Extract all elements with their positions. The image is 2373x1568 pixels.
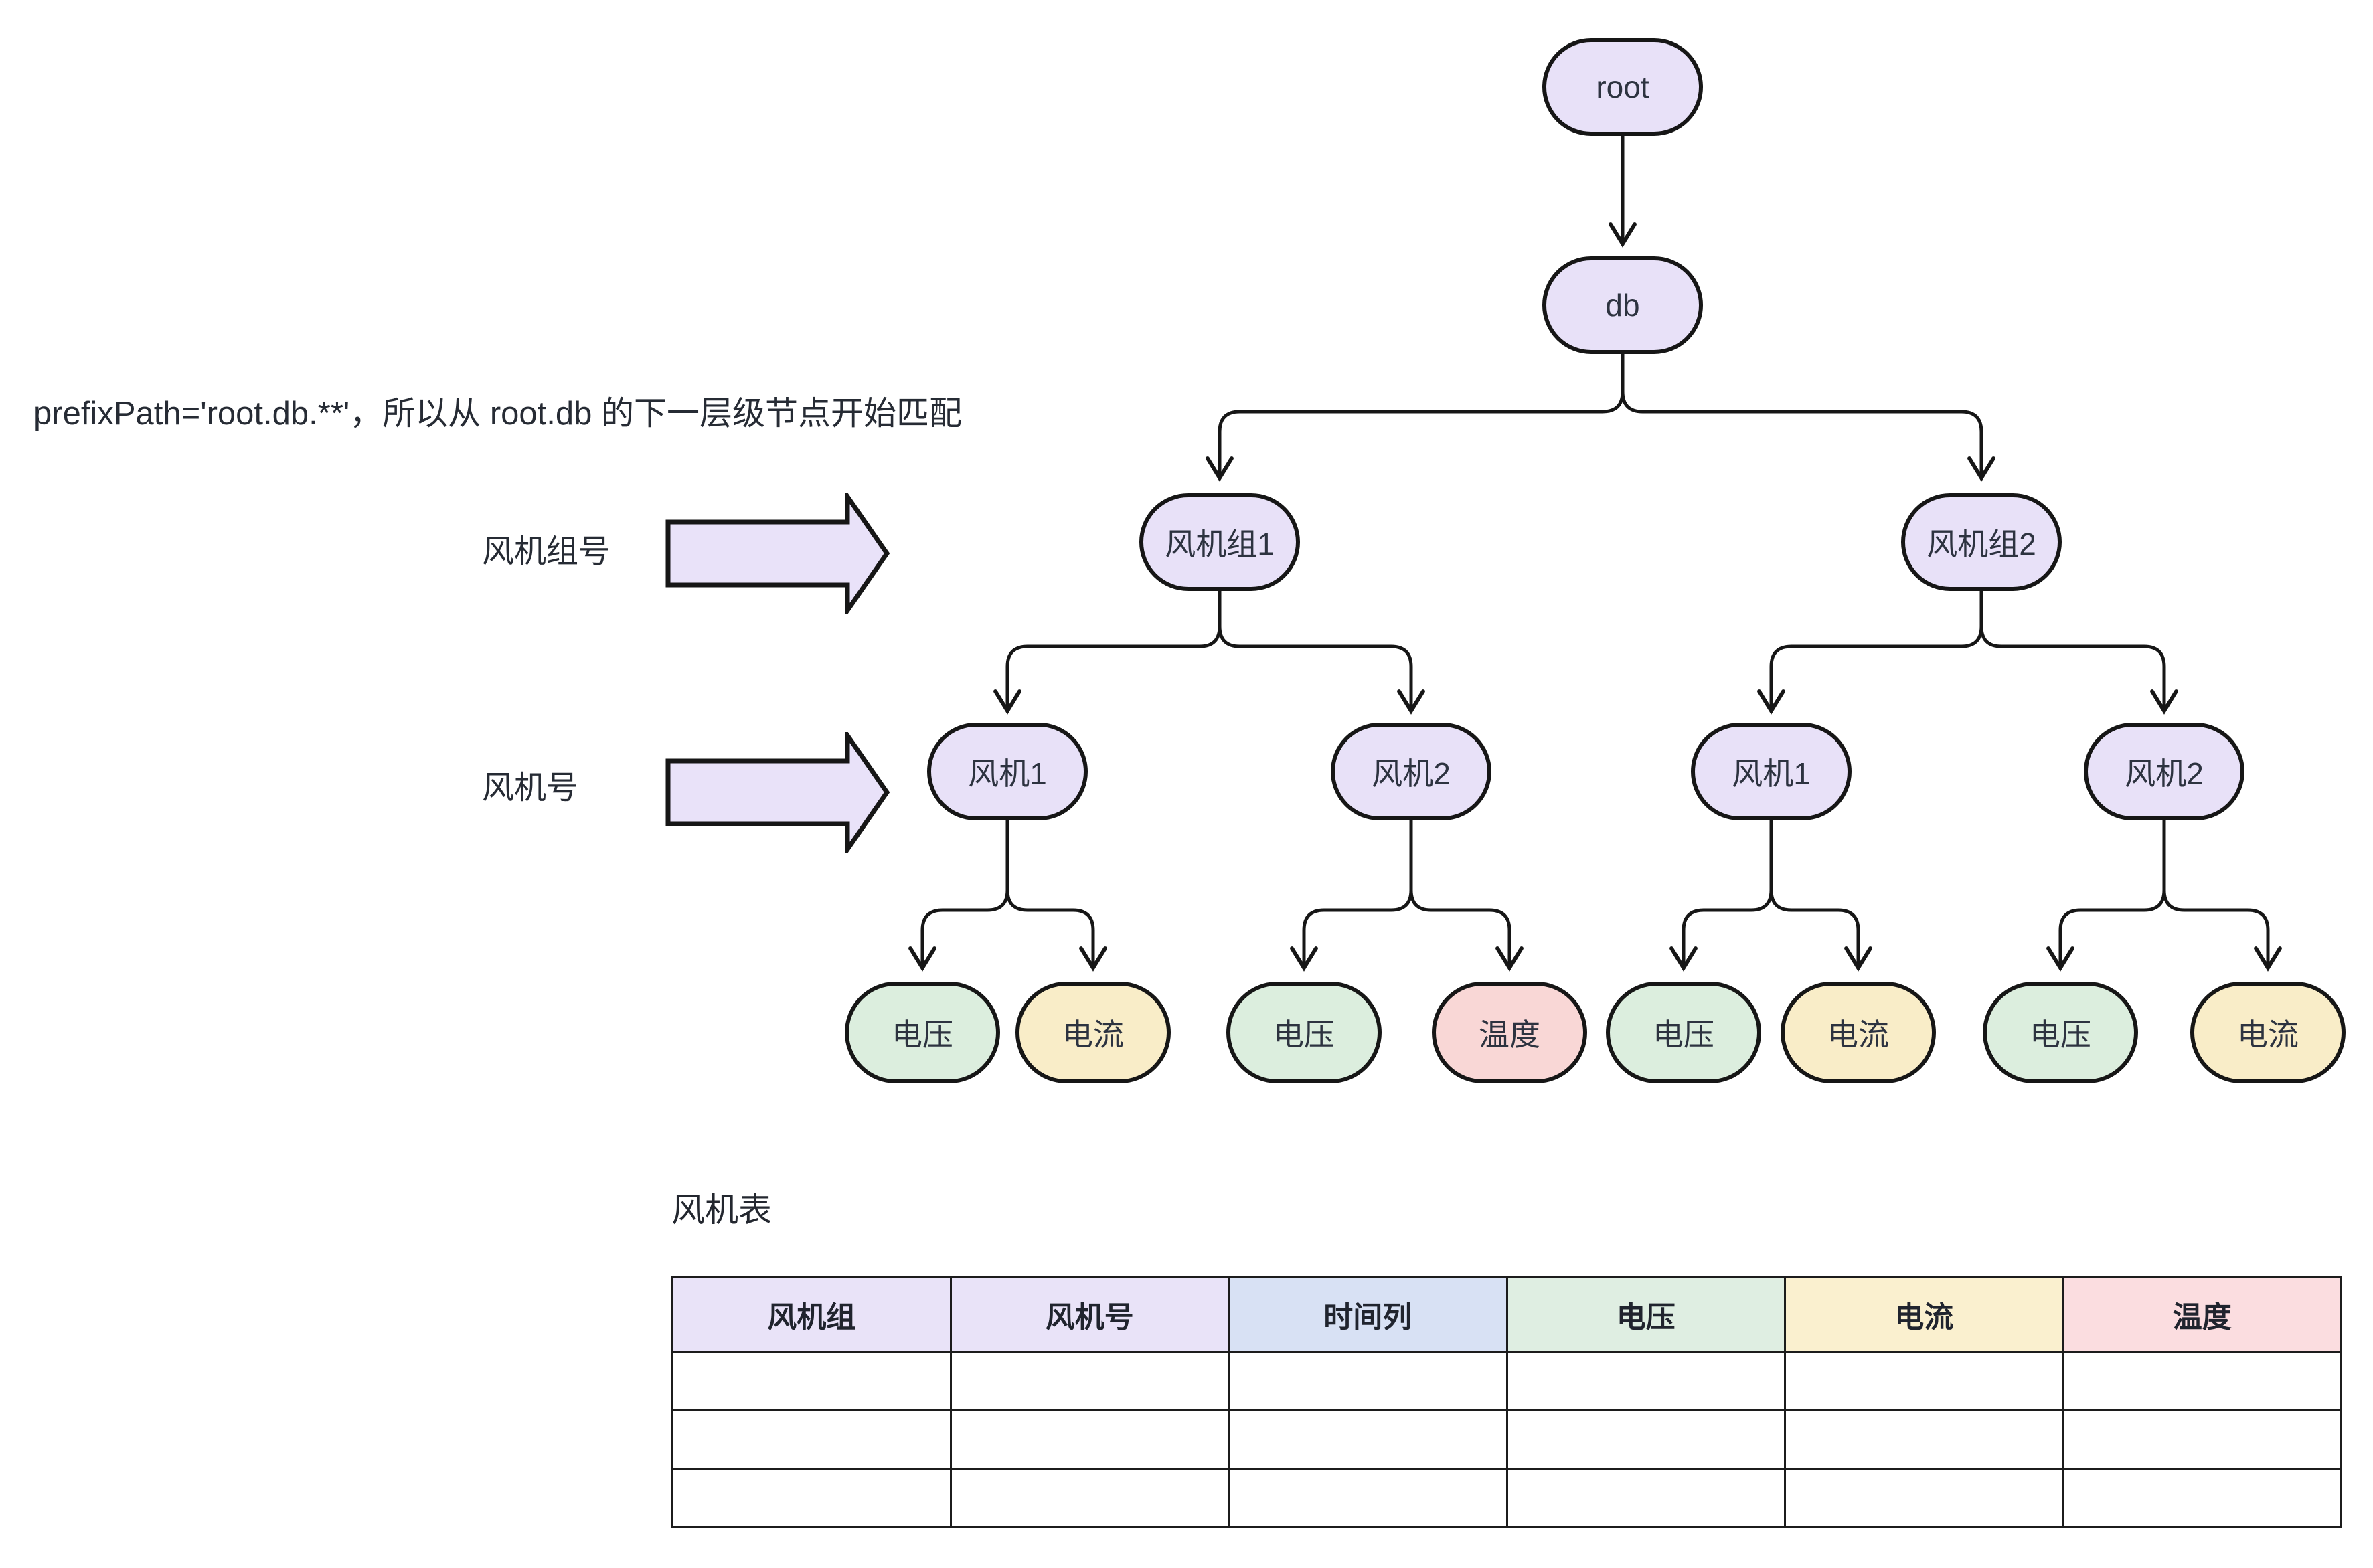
table-cell-empty bbox=[949, 1351, 1230, 1411]
table-cell-empty bbox=[949, 1409, 1230, 1470]
fan-level-label: 风机号 bbox=[482, 770, 579, 806]
table-cell-empty bbox=[1228, 1468, 1508, 1528]
tree-edge bbox=[2046, 820, 2166, 972]
leaf-node-voltage: 电压 bbox=[845, 982, 1000, 1083]
table-header-row: 风机组 风机号 时间列 电压 电流 温度 bbox=[671, 1276, 2342, 1353]
tree-edge bbox=[1218, 591, 1425, 715]
tree-edge bbox=[1005, 820, 1107, 972]
table-cell-empty bbox=[1505, 1409, 1786, 1470]
table-cell-empty bbox=[1784, 1351, 2064, 1411]
table-cell-empty bbox=[2062, 1468, 2342, 1528]
prefix-path-note: prefixPath='root.db.**'，所以从 root.db 的下一层… bbox=[33, 396, 963, 432]
tree-edge bbox=[2162, 820, 2282, 972]
column-header-voltage: 电压 bbox=[1505, 1276, 1786, 1353]
tree-node-fan1-group1: 风机1 bbox=[927, 723, 1088, 820]
leaf-node-voltage: 电压 bbox=[1226, 982, 1382, 1083]
table-cell-empty bbox=[1505, 1351, 1786, 1411]
table-row bbox=[671, 1409, 2342, 1470]
table-cell-empty bbox=[1784, 1468, 2064, 1528]
table-cell-empty bbox=[1228, 1409, 1508, 1470]
table-cell-empty bbox=[2062, 1351, 2342, 1411]
table-cell-empty bbox=[671, 1351, 952, 1411]
leaf-node-current: 电流 bbox=[2190, 982, 2346, 1083]
table-cell-empty bbox=[671, 1468, 952, 1528]
tree-node-fan2-group2: 风机2 bbox=[2084, 723, 2244, 820]
tree-edge bbox=[1757, 591, 1983, 715]
tree-node-fan1-group2: 风机1 bbox=[1691, 723, 1852, 820]
table-row bbox=[671, 1468, 2342, 1528]
table-cell-empty bbox=[949, 1468, 1230, 1528]
leaf-node-voltage: 电压 bbox=[1606, 982, 1761, 1083]
table-cell-empty bbox=[2062, 1409, 2342, 1470]
table-cell-empty bbox=[1784, 1409, 2064, 1470]
group-level-label: 风机组号 bbox=[482, 534, 611, 570]
table-cell-empty bbox=[1228, 1351, 1508, 1411]
tree-edge bbox=[1206, 354, 1625, 482]
tree-node-db: db bbox=[1542, 256, 1703, 354]
leaf-node-temperature: 温度 bbox=[1432, 982, 1587, 1083]
table-row bbox=[671, 1351, 2342, 1411]
tree-edge bbox=[1669, 820, 1773, 972]
table-cell-empty bbox=[1505, 1468, 1786, 1528]
tree-node-group1: 风机组1 bbox=[1139, 493, 1300, 591]
tree-edge bbox=[1769, 820, 1872, 972]
leaf-node-current: 电流 bbox=[1015, 982, 1171, 1083]
tree-edge bbox=[1409, 820, 1524, 972]
tree-node-group2: 风机组2 bbox=[1901, 493, 2062, 591]
tree-node-root: root bbox=[1542, 38, 1703, 136]
leaf-node-current: 电流 bbox=[1781, 982, 1936, 1083]
tree-edge bbox=[993, 591, 1222, 715]
column-header-time: 时间列 bbox=[1228, 1276, 1508, 1353]
tree-edge bbox=[1290, 820, 1413, 972]
tree-edge bbox=[1979, 591, 2178, 715]
column-header-current: 电流 bbox=[1784, 1276, 2064, 1353]
group-level-arrow-icon bbox=[665, 493, 890, 614]
tree-edge bbox=[1621, 354, 1995, 482]
fan-table: 风机组 风机号 时间列 电压 电流 温度 bbox=[671, 1276, 2342, 1528]
tree-edge bbox=[908, 820, 1009, 972]
tree-node-fan2-group1: 风机2 bbox=[1331, 723, 1491, 820]
column-header-temperature: 温度 bbox=[2062, 1276, 2342, 1353]
table-title: 风机表 bbox=[671, 1191, 772, 1229]
table-cell-empty bbox=[671, 1409, 952, 1470]
column-header-fan: 风机号 bbox=[949, 1276, 1230, 1353]
fan-level-arrow-icon bbox=[665, 732, 890, 853]
leaf-node-voltage: 电压 bbox=[1983, 982, 2138, 1083]
column-header-group: 风机组 bbox=[671, 1276, 952, 1353]
